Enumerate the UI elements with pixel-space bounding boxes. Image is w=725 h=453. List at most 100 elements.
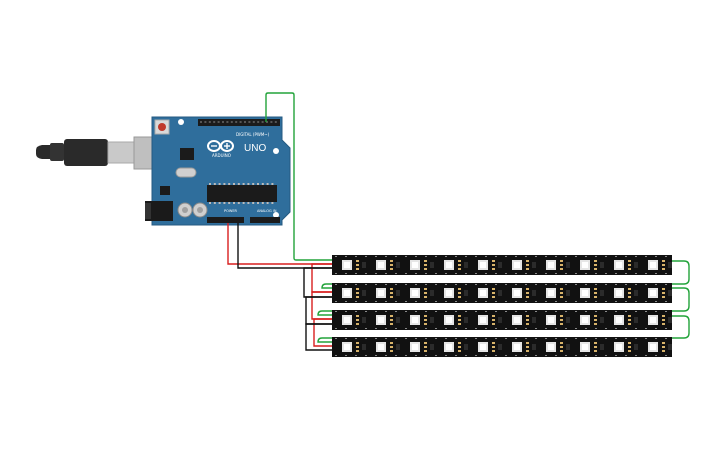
- led-strip[interactable]: [332, 255, 672, 275]
- solder-pad: [526, 319, 529, 321]
- header-pin[interactable]: [226, 121, 229, 123]
- solder-pad: [560, 315, 563, 317]
- silkscreen-mark: [405, 273, 407, 274]
- silkscreen-mark: [585, 256, 587, 257]
- usb-cable[interactable]: [36, 136, 171, 170]
- led-pixel-lens: [650, 262, 656, 268]
- silkscreen-mark: [335, 273, 337, 274]
- solder-pad: [356, 268, 359, 270]
- solder-pad: [594, 346, 597, 348]
- solder-pad: [628, 319, 631, 321]
- led-pixel-lens: [480, 317, 486, 323]
- silkscreen-mark: [545, 284, 547, 285]
- header-pin[interactable]: [274, 121, 277, 123]
- silkscreen-mark: [495, 311, 497, 312]
- header-pin[interactable]: [239, 121, 242, 123]
- ground-chain-wire[interactable]: [305, 323, 334, 351]
- silkscreen-mark: [435, 328, 437, 329]
- silkscreen-mark: [385, 355, 387, 356]
- silkscreen-mark: [365, 328, 367, 329]
- solder-pad: [492, 260, 495, 262]
- silkscreen-mark: [485, 311, 487, 312]
- silkscreen-mark: [665, 355, 667, 356]
- chip-leg: [233, 202, 235, 204]
- silkscreen-mark: [415, 273, 417, 274]
- led-strip[interactable]: [332, 337, 672, 357]
- chip-leg: [228, 202, 231, 204]
- solder-pad: [356, 346, 359, 348]
- data-chain-wire[interactable]: [317, 287, 690, 316]
- reset-button-cap: [158, 123, 166, 131]
- data-chain-wire[interactable]: [321, 260, 690, 289]
- header-pin[interactable]: [235, 121, 238, 123]
- silkscreen-mark: [515, 284, 517, 285]
- header-pin[interactable]: [257, 121, 260, 123]
- led-pixel-lens: [480, 344, 486, 350]
- header-pin[interactable]: [266, 121, 268, 123]
- silkscreen-mark: [375, 338, 377, 339]
- smd-component: [362, 262, 366, 268]
- silkscreen-mark: [595, 311, 597, 312]
- solder-pad: [458, 319, 461, 321]
- silkscreen-mark: [455, 273, 457, 274]
- silkscreen-mark: [605, 256, 607, 257]
- power-wire[interactable]: [227, 223, 334, 265]
- digital-header-pins: [200, 121, 277, 123]
- header-pin[interactable]: [252, 121, 255, 123]
- led-pixel: [376, 315, 400, 325]
- silkscreen-mark: [345, 338, 347, 339]
- header-pin[interactable]: [248, 121, 251, 123]
- data-wire[interactable]: [265, 92, 334, 261]
- led-pixel: [342, 342, 366, 352]
- header-pin[interactable]: [217, 121, 220, 123]
- silkscreen-mark: [355, 355, 357, 356]
- header-pin[interactable]: [270, 121, 273, 123]
- led-strip[interactable]: [332, 283, 672, 303]
- solder-pad: [390, 319, 393, 321]
- data-chain-wire[interactable]: [317, 315, 690, 343]
- led-pixel-lens: [412, 262, 418, 268]
- solder-pad: [662, 268, 665, 270]
- silkscreen-mark: [485, 301, 487, 302]
- solder-pad: [356, 260, 359, 262]
- led-strip[interactable]: [332, 310, 672, 330]
- header-pin[interactable]: [204, 121, 207, 123]
- led-pixel: [648, 315, 672, 325]
- led-pixel: [580, 315, 604, 325]
- silkscreen-mark: [435, 311, 437, 312]
- smd-component: [430, 262, 434, 268]
- led-pixel: [410, 315, 434, 325]
- power-chain-wire[interactable]: [313, 318, 334, 347]
- smd-component: [668, 290, 672, 296]
- ground-wire[interactable]: [237, 223, 334, 269]
- silkscreen-mark: [435, 284, 437, 285]
- solder-pad: [560, 264, 563, 266]
- header-pin[interactable]: [200, 121, 202, 123]
- header-pin[interactable]: [244, 121, 246, 123]
- solder-pad: [356, 350, 359, 352]
- silkscreen-mark: [375, 256, 377, 257]
- silkscreen-mark: [435, 355, 437, 356]
- led-pixel-lens: [548, 344, 554, 350]
- header-pin[interactable]: [230, 121, 233, 123]
- header-pin[interactable]: [213, 121, 216, 123]
- led-pixel-lens: [344, 262, 350, 268]
- smd-component: [362, 344, 366, 350]
- arduino-uno-board[interactable]: DIGITAL (PWM~) UNO ARDUINO: [145, 116, 291, 226]
- header-pin[interactable]: [222, 121, 224, 123]
- silkscreen-mark: [425, 284, 427, 285]
- led-pixel-lens: [514, 317, 520, 323]
- silkscreen-mark: [565, 311, 567, 312]
- solder-pad: [424, 346, 427, 348]
- silkscreen-mark: [535, 256, 537, 257]
- header-pin[interactable]: [261, 121, 264, 123]
- silkscreen-mark: [605, 301, 607, 302]
- led-pixel-lens: [582, 344, 588, 350]
- board-model-label: UNO: [244, 143, 266, 154]
- capacitor: [177, 202, 193, 218]
- silkscreen-mark: [415, 328, 417, 329]
- silkscreen-mark: [525, 355, 527, 356]
- solder-pad: [492, 268, 495, 270]
- silkscreen-mark: [375, 355, 377, 356]
- header-pin[interactable]: [208, 121, 211, 123]
